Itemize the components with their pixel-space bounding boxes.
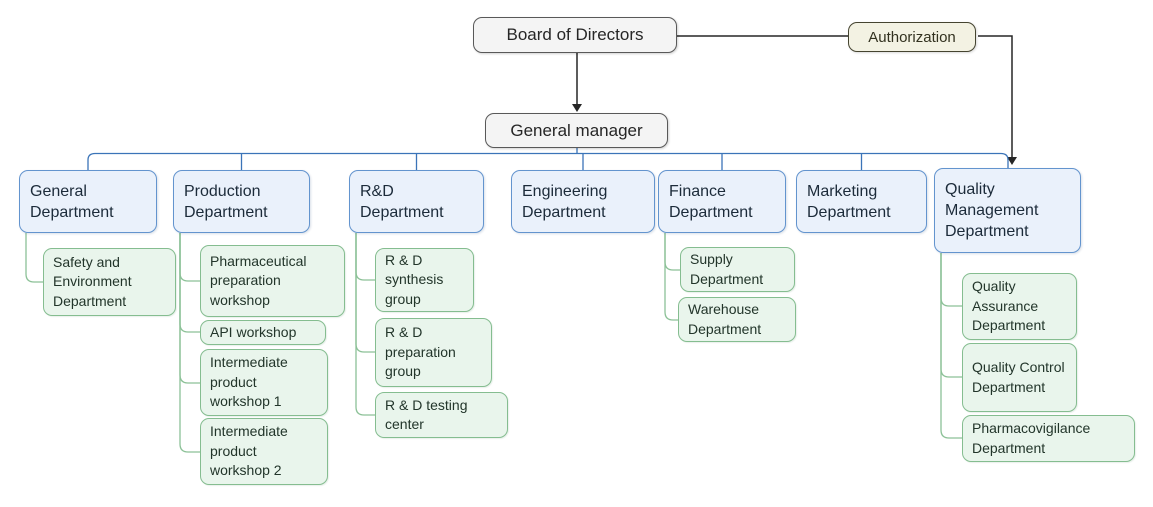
connector-rd-synthesis	[355, 233, 375, 281]
connector-rd-testing	[355, 233, 375, 416]
sub-rd-preparation-label: R & D preparation group	[385, 324, 456, 380]
board-of-directors-label: Board of Directors	[506, 25, 644, 44]
department-marketing-label: Marketing Department	[807, 182, 891, 221]
sub-quality-control-label: Quality Control Department	[972, 359, 1065, 395]
authorization-node: Authorization	[848, 22, 976, 52]
arrowhead-quality	[1007, 157, 1017, 165]
arrowhead-manager	[572, 104, 582, 112]
sub-rd-testing-node: R & D testing center	[375, 392, 508, 438]
sub-pharmaceutical-preparation-label: Pharmaceutical preparation workshop	[210, 252, 307, 308]
sub-quality-assurance-node: Quality Assurance Department	[962, 273, 1077, 340]
connector-authorization-to-quality	[978, 35, 1013, 158]
department-general-node: General Department	[19, 170, 157, 233]
connector-general-safety	[25, 233, 43, 283]
sub-intermediate-workshop-2-node: Intermediate product workshop 2	[200, 418, 328, 485]
connector-quality-control	[940, 253, 962, 378]
department-general-label: General Department	[30, 182, 114, 221]
sub-rd-synthesis-label: R & D synthesis group	[385, 251, 444, 307]
connector-rd-preparation	[355, 233, 375, 353]
sub-pharmaceutical-preparation-node: Pharmaceutical preparation workshop	[200, 245, 345, 317]
sub-api-workshop-node: API workshop	[200, 320, 326, 345]
connector-production-api	[179, 233, 200, 333]
general-manager-label: General manager	[510, 120, 643, 140]
department-production-node: Production Department	[173, 170, 310, 233]
sub-safety-environment-node: Safety and Environment Department	[43, 248, 176, 316]
connector-quality-pharmacovigilance	[940, 253, 962, 439]
connector-production-ipw1	[179, 233, 200, 384]
sub-intermediate-workshop-1-label: Intermediate product workshop 1	[210, 354, 288, 410]
department-finance-node: Finance Department	[658, 170, 786, 233]
department-rd-node: R&D Department	[349, 170, 484, 233]
department-rd-label: R&D Department	[360, 182, 444, 221]
connector-finance-warehouse	[664, 233, 678, 321]
sub-supply-label: Supply Department	[690, 251, 764, 287]
sub-warehouse-node: Warehouse Department	[678, 297, 796, 342]
sub-quality-assurance-label: Quality Assurance Department	[972, 278, 1046, 334]
board-of-directors-node: Board of Directors	[473, 17, 677, 53]
sub-supply-node: Supply Department	[680, 247, 795, 292]
connector-finance-supply	[664, 233, 680, 271]
department-engineering-label: Engineering Department	[522, 182, 608, 221]
sub-pharmacovigilance-node: Pharmacovigilance Department	[962, 415, 1135, 462]
sub-rd-synthesis-node: R & D synthesis group	[375, 248, 474, 312]
department-finance-label: Finance Department	[669, 182, 753, 221]
authorization-label: Authorization	[868, 28, 956, 46]
sub-safety-environment-label: Safety and Environment Department	[53, 253, 132, 309]
connector-production-ipw2	[179, 233, 200, 453]
sub-warehouse-label: Warehouse Department	[688, 301, 762, 337]
sub-pharmacovigilance-label: Pharmacovigilance Department	[972, 420, 1091, 456]
general-manager-node: General manager	[485, 113, 668, 148]
sub-rd-testing-label: R & D testing center	[385, 396, 468, 433]
connector-production-pharma	[179, 233, 200, 282]
department-quality-management-node: Quality Management Department	[934, 168, 1081, 253]
sub-intermediate-workshop-2-label: Intermediate product workshop 2	[210, 423, 288, 479]
sub-quality-control-node: Quality Control Department	[962, 343, 1077, 412]
sub-intermediate-workshop-1-node: Intermediate product workshop 1	[200, 349, 328, 416]
department-production-label: Production Department	[184, 182, 268, 221]
sub-rd-preparation-node: R & D preparation group	[375, 318, 492, 387]
connector-quality-assurance	[940, 253, 962, 307]
department-engineering-node: Engineering Department	[511, 170, 655, 233]
department-quality-management-label: Quality Management Department	[945, 181, 1039, 240]
sub-api-workshop-label: API workshop	[210, 323, 297, 340]
connector-departments-rail	[87, 152, 1009, 170]
department-marketing-node: Marketing Department	[796, 170, 927, 233]
